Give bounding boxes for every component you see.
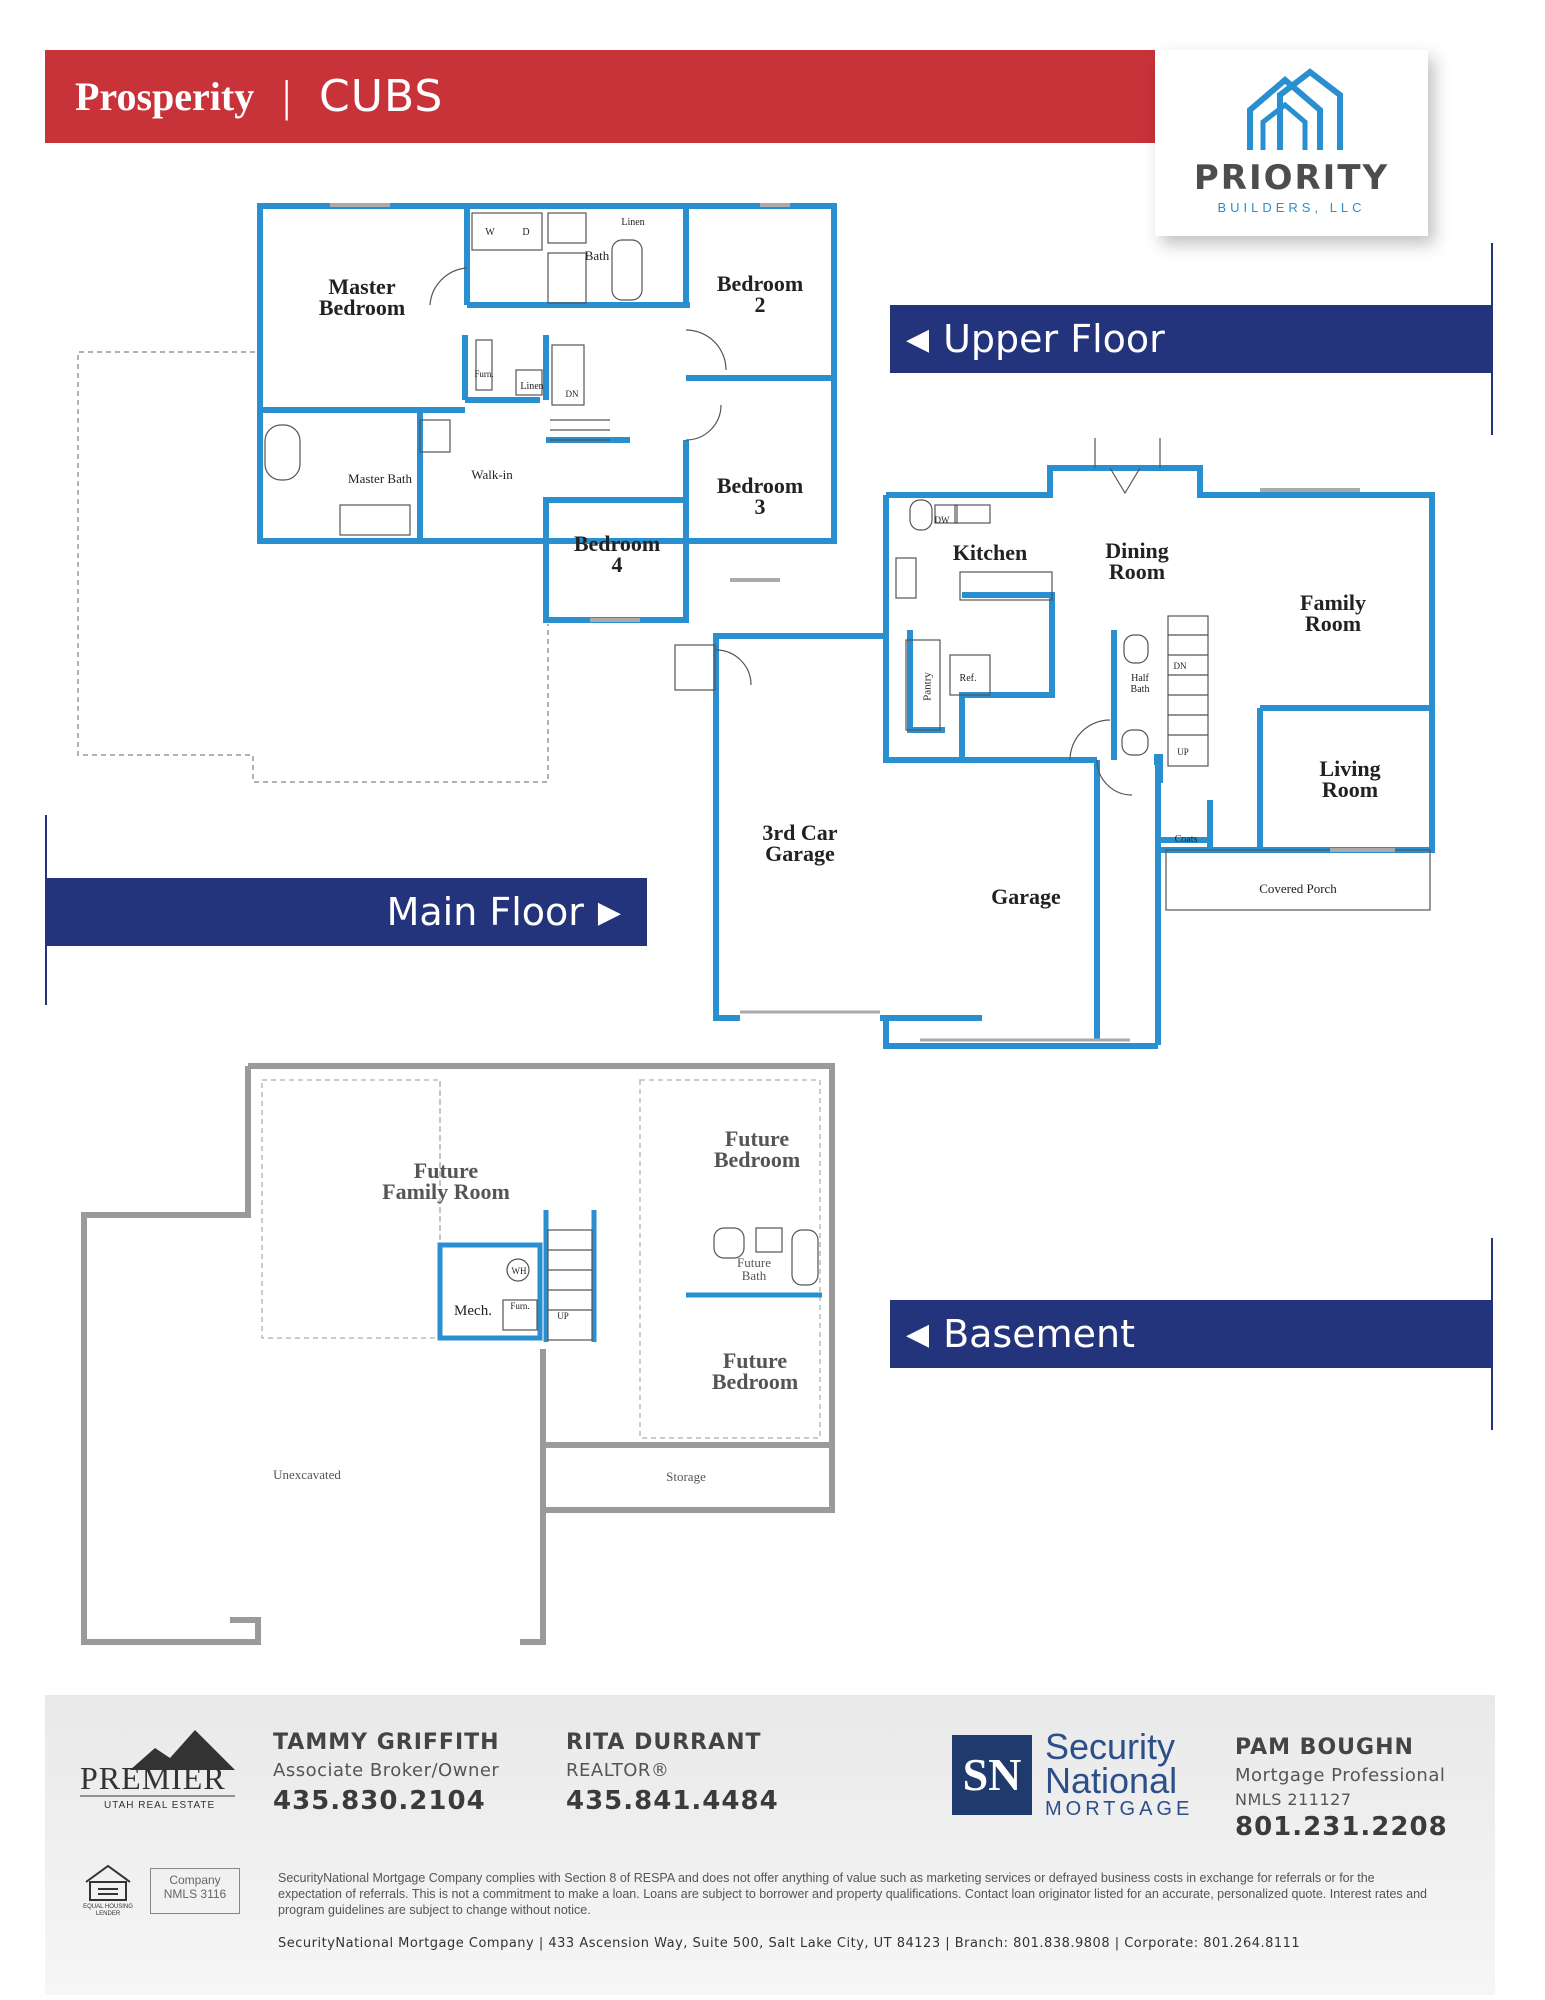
furnace-label-basement: Furn. [510,1301,530,1311]
area-storage: Storage [666,1469,706,1484]
agent-3-title: Mortgage Professional [1235,1765,1446,1786]
header-separator: | [282,72,292,121]
left-arrow-icon: ◀ [906,1316,930,1352]
upper-floor-text: Upper Floor [943,317,1165,361]
room-garage: Garage [991,884,1061,909]
room-future-bedroom-2: Future Bedroom [711,1348,799,1394]
basement-text: Basement [943,1312,1135,1356]
room-covered-porch: Covered Porch [1259,881,1337,896]
agent-3-nmls: NMLS 211127 [1235,1790,1352,1809]
basement-fixtures [502,1227,819,1341]
company-nmls-line1: Company [169,1873,221,1887]
sn-logo-line2: National [1045,1760,1178,1801]
room-future-bedroom-1: Future Bedroom [713,1126,801,1172]
upper-floor-plan [257,203,837,623]
room-linen-2: Linen [520,381,544,392]
premier-logo-sub: UTAH REAL ESTATE [104,1800,216,1811]
room-linen-1: Linen [621,217,645,228]
room-dining-room: Dining Room [1105,538,1169,584]
legal-disclaimer: SecurityNational Mortgage Company compli… [278,1871,1427,1917]
room-bedroom-3: Bedroom 3 [716,473,804,519]
washer-label: W [485,227,495,238]
room-half-bath: Half Bath [1130,673,1150,695]
right-arrow-icon: ▶ [597,894,621,930]
room-master-bath: Master Bath [348,471,412,486]
main-floor-fixtures [674,438,1431,1042]
sn-logo-mark: SN [952,1735,1032,1815]
company-nmls-line2: NMLS 3116 [163,1887,227,1901]
model-name: Prosperity [75,74,255,119]
area-unexcavated: Unexcavated [273,1467,341,1482]
basement-label: ◀ Basement [890,1300,1493,1368]
upper-floor-dashed-outline [77,351,549,783]
room-3rd-car-garage: 3rd Car Garage [762,820,838,866]
house-logo-icon [1247,68,1343,150]
agent-3-name: PAM BOUGHN [1235,1735,1414,1760]
agent-1-title: Associate Broker/Owner [273,1760,500,1781]
dishwasher-label: DW [934,515,950,525]
room-living-room: Living Room [1319,756,1381,802]
series-name: CUBS [319,71,444,122]
left-arrow-icon: ◀ [906,321,930,357]
room-bath: Bath [584,248,610,263]
agent-3-phone[interactable]: 801.231.2208 [1235,1812,1448,1842]
main-divider [45,815,47,1005]
sn-logo-line3: MORTGAGE [1045,1798,1194,1820]
footer [45,1695,1495,1995]
room-mechanical: Mech. [454,1303,492,1319]
room-future-bath: Future Bath [737,1255,771,1283]
room-pantry: Pantry [921,672,934,701]
stairs-down-main: DN [1173,661,1187,671]
stairs-up-basement: UP [557,1311,569,1321]
room-future-family-room: Future Family Room [382,1158,510,1204]
room-kitchen: Kitchen [952,540,1028,565]
room-master-bedroom: Master Bedroom [318,274,406,320]
room-bedroom-4: Bedroom 4 [573,531,661,577]
upper-floor-fixtures [264,203,790,622]
sn-logo-line1: Security [1045,1726,1176,1767]
main-floor-text: Main Floor [386,890,584,934]
equal-housing-text: EQUAL HOUSING LENDER [83,1904,133,1917]
basement-walls-inner [437,1210,822,1342]
stairs-down-upper: DN [565,389,579,399]
basement-dashed [261,1079,821,1439]
agent-2-phone[interactable]: 435.841.4484 [566,1786,779,1816]
agent-2-title: REALTOR® [566,1760,670,1781]
stairs-up-main: UP [1177,747,1189,757]
room-family-room: Family Room [1300,590,1366,636]
agent-1-name: TAMMY GRIFFITH [273,1730,500,1755]
main-floor-label: Main Floor ▶ [45,878,647,946]
agent-2-name: RITA DURRANT [566,1730,762,1755]
premier-logo-word: PREMIER [80,1760,226,1796]
company-nmls-box: Company NMLS 3116 [150,1868,240,1914]
agent-1-phone[interactable]: 435.830.2104 [273,1786,486,1816]
water-heater-label: WH [511,1266,527,1276]
garage-bottom-wall [883,1018,1158,1049]
refrigerator-label: Ref. [959,673,977,684]
basement-divider [1491,1238,1493,1430]
room-coats: Coats [1174,834,1198,845]
dryer-label: D [522,227,530,238]
header-bar: Prosperity | CUBS [45,50,1155,143]
room-walk-in: Walk-in [471,467,513,482]
upper-divider [1491,243,1493,435]
logo-subtitle: BUILDERS, LLC [1217,200,1366,215]
furnace-label-upper: Furn. [474,369,494,379]
floor-plans-drawing [77,203,1435,1645]
company-address: SecurityNational Mortgage Company | 433 … [278,1936,1301,1951]
basement-plan [81,1063,835,1645]
upper-floor-label: ◀ Upper Floor [890,305,1493,373]
logo-name: PRIORITY [1193,158,1390,198]
room-bedroom-2: Bedroom 2 [716,271,804,317]
priority-builders-logo: PRIORITY BUILDERS, LLC [1155,50,1428,236]
